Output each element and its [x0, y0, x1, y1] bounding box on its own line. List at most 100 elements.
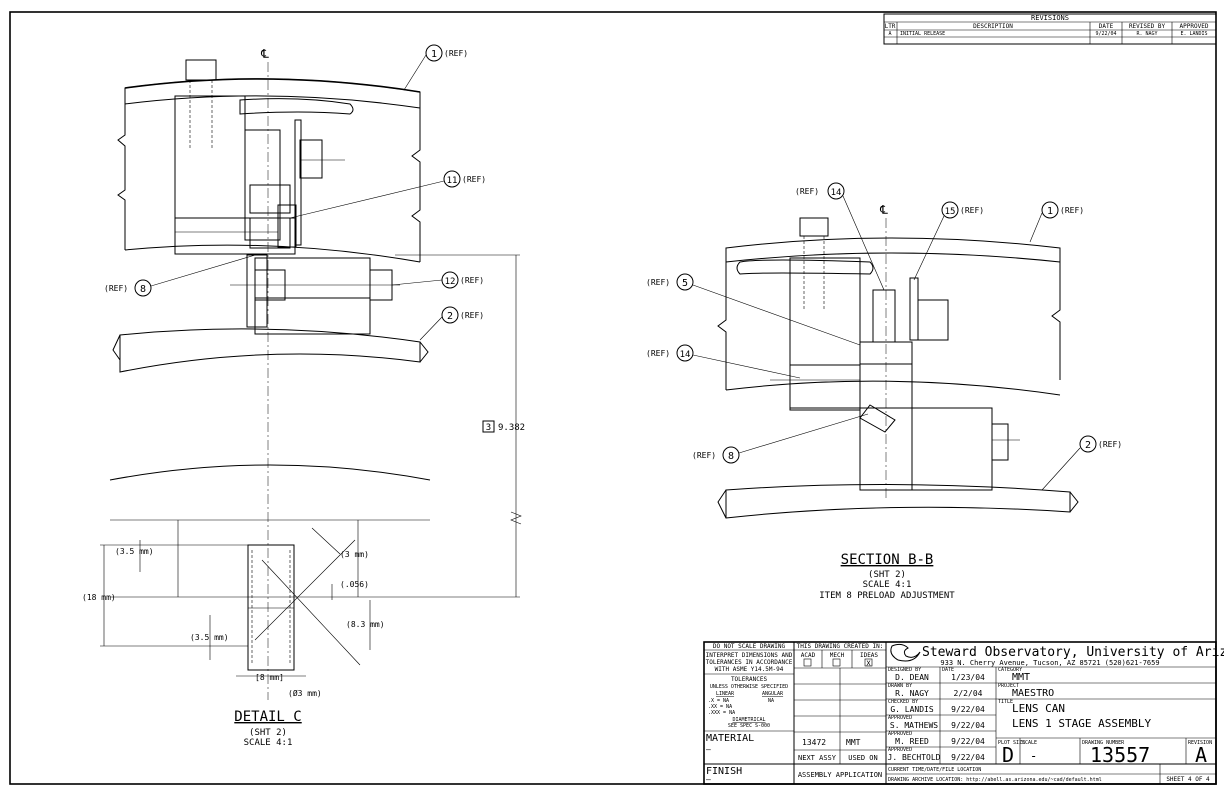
- rev-header-approved: APPROVED: [1180, 23, 1209, 30]
- svg-text:(REF): (REF): [1060, 206, 1084, 215]
- svg-text:APPROVED: APPROVED: [888, 747, 912, 753]
- svg-text:1: 1: [1047, 206, 1053, 217]
- rev-header-ltr: LTR: [885, 23, 896, 30]
- svg-text:SEE SPEC S-000: SEE SPEC S-000: [728, 723, 770, 729]
- svg-text:DATE: DATE: [942, 667, 954, 673]
- cap-screw-head: [185, 59, 217, 81]
- svg-text:2: 2: [1085, 440, 1091, 451]
- detail-c-title: DETAIL C: [234, 709, 301, 725]
- dim-dia-3mm: (Ø3 mm): [288, 688, 322, 698]
- project-value: MAESTRO: [1012, 688, 1054, 699]
- rev-header-date: DATE: [1099, 23, 1114, 30]
- revisions-title: REVISIONS: [1031, 14, 1069, 22]
- svg-text:X: X: [866, 660, 871, 668]
- svg-text:DIAMETRICAL: DIAMETRICAL: [732, 717, 765, 723]
- finish-value: –: [706, 775, 711, 784]
- svg-text:MECH: MECH: [830, 652, 845, 659]
- acad-checkbox: [803, 658, 812, 667]
- sheet-border: [9, 11, 1217, 785]
- svg-text:INTERPRET DIMENSIONS AND: INTERPRET DIMENSIONS AND: [706, 652, 793, 659]
- svg-text:(REF): (REF): [444, 49, 468, 58]
- svg-text:TOLERANCES IN ACCORDANCE: TOLERANCES IN ACCORDANCE: [706, 659, 793, 666]
- scale-value: -: [1030, 749, 1037, 763]
- org-name: Steward Observatory, University of Arizo…: [922, 645, 1224, 660]
- checked-by: G. LANDIS: [890, 705, 934, 714]
- svg-text:NEXT ASSY: NEXT ASSY: [798, 754, 837, 762]
- svg-text:(REF): (REF): [1098, 440, 1122, 449]
- svg-text:TOLERANCES: TOLERANCES: [731, 676, 768, 683]
- balloon-item-14-mid: [676, 344, 694, 362]
- approved-1: S. MATHEWS: [890, 721, 938, 730]
- balloon-item-15: [941, 201, 959, 219]
- detail-c-view: ℄: [82, 44, 525, 748]
- svg-text:2: 2: [447, 311, 453, 322]
- material-value: –: [706, 745, 711, 754]
- assembly-application-label: ASSEMBLY APPLICATION: [798, 771, 882, 779]
- revision-value: A: [1195, 743, 1207, 767]
- designed-date: 1/23/04: [951, 673, 985, 682]
- svg-text:APPROVED: APPROVED: [888, 715, 912, 721]
- drawing-title-1: LENS CAN: [1012, 702, 1065, 715]
- svg-text:(REF): (REF): [104, 284, 128, 293]
- balloon-item-1-section: [1041, 201, 1059, 219]
- dim-18mm: (18 mm): [82, 593, 116, 602]
- svg-text:CURRENT TIME/DATE/FILE LOCATIO: CURRENT TIME/DATE/FILE LOCATION: [888, 767, 981, 773]
- section-b-b-view: ℄ (REF) 14 15 (REF) 1: [646, 182, 1122, 601]
- balloon-item-8: [134, 279, 152, 297]
- svg-text:14: 14: [680, 350, 691, 360]
- designed-by: D. DEAN: [895, 673, 929, 682]
- balloon-item-5: [676, 273, 694, 291]
- svg-text:(REF): (REF): [462, 175, 486, 184]
- section-top-plate: [725, 237, 1061, 263]
- drawing-number: 13557: [1090, 743, 1150, 767]
- svg-text:USED ON: USED ON: [848, 754, 878, 762]
- rev-row-ltr: A: [888, 31, 891, 37]
- rev-header-revised-by: REVISED BY: [1129, 23, 1166, 30]
- do-not-scale-note: DO NOT SCALE DRAWING: [713, 643, 786, 650]
- category-value: MMT: [1012, 672, 1030, 683]
- dim-3mm: (3 mm): [340, 550, 369, 559]
- material-label: MATERIAL: [706, 733, 754, 744]
- approved-3-date: 9/22/04: [951, 753, 985, 762]
- svg-text:WITH ASME Y14.5M-94: WITH ASME Y14.5M-94: [715, 666, 784, 673]
- rev-row-revised-by: R. NAGY: [1136, 31, 1157, 37]
- dim-056: (.056): [340, 580, 369, 589]
- dim-overall: 9.382: [498, 423, 525, 433]
- base-plate: [119, 328, 421, 373]
- section-base-plate: [725, 483, 1071, 519]
- revisions-table: REVISIONS LTR DESCRIPTION DATE REVISED B…: [883, 13, 1217, 45]
- svg-text:APPROVED: APPROVED: [888, 731, 912, 737]
- svg-text:(REF): (REF): [692, 451, 716, 460]
- section-sheet-ref: (SHT 2): [868, 570, 906, 580]
- svg-text:ANGULAR: ANGULAR: [762, 691, 784, 697]
- svg-text:.XXX = NA: .XXX = NA: [708, 710, 735, 716]
- svg-text:LINEAR: LINEAR: [716, 691, 735, 697]
- archive-location: DRAWING ARCHIVE LOCATION: http://abell.a…: [888, 777, 1102, 783]
- svg-text:NA: NA: [768, 698, 774, 704]
- sheet-number: SHEET 4 OF 4: [1166, 776, 1210, 783]
- title-block: DO NOT SCALE DRAWING INTERPRET DIMENSION…: [703, 641, 1224, 785]
- svg-text:DESIGNED BY: DESIGNED BY: [888, 667, 921, 673]
- svg-text:8: 8: [728, 451, 734, 462]
- ideas-checkbox: [864, 658, 873, 667]
- svg-text:SCALE: SCALE: [1022, 740, 1037, 746]
- svg-text:5: 5: [682, 278, 688, 289]
- drawn-date: 2/2/04: [954, 689, 983, 698]
- next-assy-value: 13472: [802, 738, 826, 747]
- detail-c-centerline-symbol: ℄: [260, 47, 269, 61]
- svg-text:UNLESS OTHERWISE SPECIFIED: UNLESS OTHERWISE SPECIFIED: [710, 684, 788, 690]
- svg-text:8: 8: [140, 284, 146, 295]
- svg-text:TITLE: TITLE: [998, 699, 1013, 705]
- svg-text:15: 15: [945, 207, 956, 217]
- drawn-by: R. NAGY: [895, 689, 929, 698]
- dim-3-5mm-bottom: (3.5 mm): [190, 633, 229, 642]
- svg-text:DRAWN BY: DRAWN BY: [888, 683, 912, 689]
- svg-text:.XX = NA: .XX = NA: [708, 704, 732, 710]
- plot-size-value: D: [1002, 743, 1014, 767]
- balloon-item-2: [441, 306, 459, 324]
- svg-text:14: 14: [831, 188, 842, 198]
- svg-text:REVISION: REVISION: [1188, 740, 1212, 746]
- dim-box-number: 3: [486, 423, 491, 433]
